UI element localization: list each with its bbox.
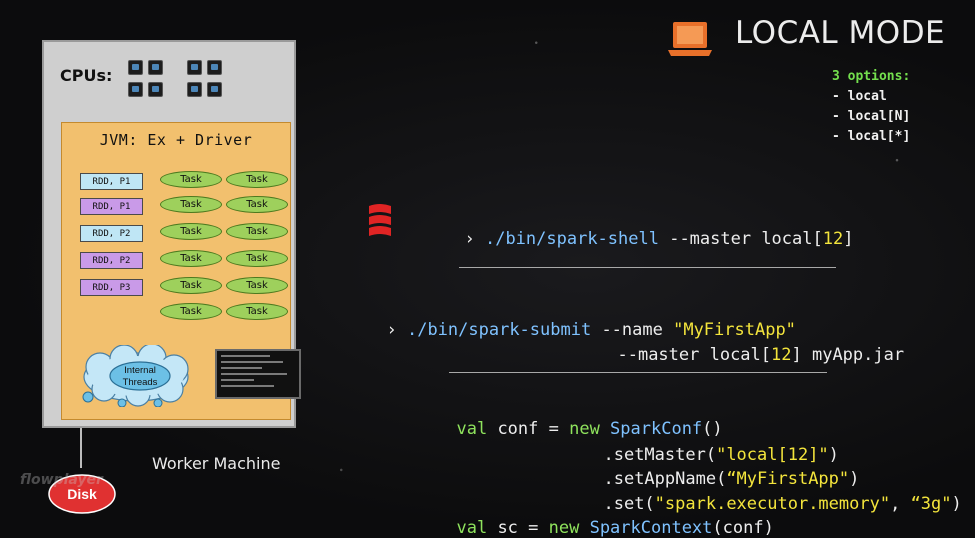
close-paren: ) [828,445,839,465]
code-line-conf: val conf = new SparkConf() [436,399,723,439]
internal-threads-cloud: Internal Threads [82,345,189,407]
shell-cmd: ./bin/spark-shell [474,229,659,249]
shell-end: ] [843,229,854,249]
shell-cores: 12 [822,229,844,249]
cpu-chip-icon [207,82,222,97]
disk-connector [80,428,82,468]
task-oval: Task [226,277,288,294]
task-oval: Task [226,250,288,267]
rdd-partition: RDD, P1 [80,173,143,190]
cpu-chip-icon [148,82,163,97]
submit-cmd: ./bin/spark-submit [396,320,592,340]
code-line-set-app-name: .setAppName(“MyFirstApp") [583,449,859,489]
spark-conf-class: SparkConf [599,419,703,439]
submit-end: ] myApp.jar [791,345,905,365]
rdd-partition: RDD, P2 [80,225,143,242]
divider [459,267,836,268]
comma: , [890,494,911,514]
task-oval: Task [160,277,222,294]
spark-shell-command: › ./bin/spark-shell --master local[12] [444,209,853,249]
worker-machine-box: CPUs: JVM: Ex + Driver RDD, P1 RDD, P1 R… [42,40,301,428]
options-list: 3 options: - local - local[N] - local[*] [832,67,910,147]
rdd-partition: RDD, P1 [80,198,143,215]
task-oval: Task [226,171,288,188]
terminal-thumbnail [215,349,301,399]
app-name-value: “MyFirstApp" [726,469,850,489]
task-oval: Task [160,223,222,240]
laptop-icon [668,22,712,56]
internal-threads-label: Internal [124,365,156,376]
task-oval: Task [160,196,222,213]
kw-new: new [548,518,580,538]
cpu-chip-icon [128,82,143,97]
task-oval: Task [226,223,288,240]
disk-label: Disk [67,486,97,502]
task-oval: Task [160,171,222,188]
master-value: "local[12]" [716,445,829,465]
slide-title: LOCAL MODE [735,15,946,51]
cpu-chip-icon [148,60,163,75]
spark-context-class: SparkContext [579,518,713,538]
cpu-chip-icon [187,82,202,97]
flowplayer-watermark: flowplayer [20,472,103,488]
option-item: - local [832,89,887,104]
code-line-set-master: .setMaster("local[12]") [583,425,839,465]
close-paren: ) [951,494,962,514]
internal-threads-label: Threads [123,377,158,388]
submit-prompt: › [386,320,397,340]
sc-var: sc = [487,518,549,538]
conf-var: conf = [487,419,570,439]
jvm-title: JVM: Ex + Driver [99,131,253,149]
code-line-spark-context: val sc = new SparkContext(conf) [436,498,774,538]
rdd-partition: RDD, P2 [80,252,143,269]
shell-prompt: › [464,229,475,249]
close-paren: ) [849,469,860,489]
shell-flag: --master local[ [658,229,823,249]
submit-app-name: "MyFirstApp" [673,320,796,340]
jvm-box: JVM: Ex + Driver RDD, P1 RDD, P1 RDD, P2… [61,122,301,420]
set-app-name: .setAppName( [603,469,727,489]
task-oval: Task [160,303,222,320]
divider [449,372,827,373]
prop-value: “3g" [910,494,952,514]
task-oval: Task [226,196,288,213]
cpu-chip-icon [207,60,222,75]
cpus-label: CPUs: [60,66,113,85]
spark-submit-command-line1: › ./bin/spark-submit --name "MyFirstApp" [366,300,796,340]
set-call: .set( [603,494,655,514]
task-oval: Task [226,303,288,320]
set-master: .setMaster( [603,445,717,465]
submit-cores: 12 [771,345,792,365]
options-title: 3 options: [832,69,911,84]
cpu-chip-icon [128,60,143,75]
disk-icon: Disk [48,474,116,514]
conf-parens: () [702,419,723,439]
submit-flag-name: --name [591,320,674,340]
cpu-chip-icon [187,60,202,75]
prop-key: "spark.executor.memory" [654,494,891,514]
rdd-partition: RDD, P3 [80,279,143,296]
option-item: - local[N] [832,109,911,124]
worker-machine-label: Worker Machine [152,454,281,473]
kw-val: val [456,419,488,439]
kw-val: val [456,518,488,538]
task-oval: Task [160,250,222,267]
scala-logo-icon [369,204,391,236]
option-item: - local[*] [832,129,911,144]
kw-new: new [569,419,600,439]
code-line-set-memory: .set("spark.executor.memory", “3g") [583,474,962,514]
ctx-args: (conf) [712,518,774,538]
spark-submit-command-line2: --master local[12] myApp.jar [597,325,904,365]
submit-flag-master: --master local[ [617,345,772,365]
